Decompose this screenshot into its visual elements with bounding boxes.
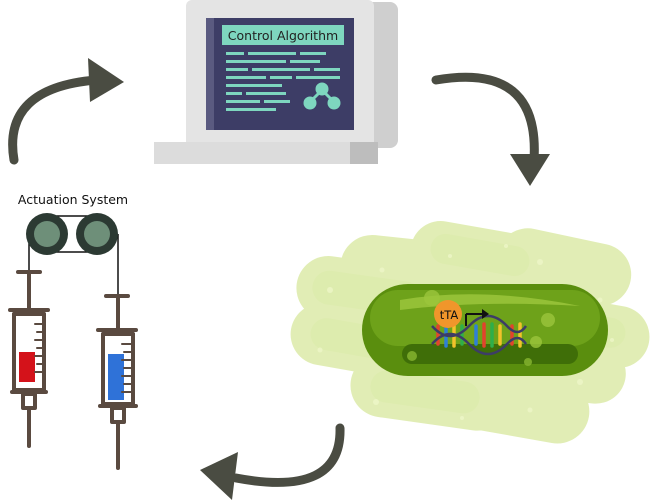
screen-title: Control Algorithm xyxy=(228,28,338,43)
screen-title-bar xyxy=(222,25,344,45)
screen-edge xyxy=(206,18,214,130)
monitor-stand-shadow xyxy=(350,142,378,164)
dna-icon xyxy=(431,314,528,356)
cycle-arrow-icon xyxy=(231,423,345,487)
monitor-stand xyxy=(154,142,378,164)
promoter-arrow-icon xyxy=(465,309,489,326)
cycle-arrow-icon xyxy=(8,75,101,165)
network-icon xyxy=(303,82,341,110)
computer: Control Algorithm xyxy=(154,0,398,164)
cycle-arrow-icon xyxy=(431,72,539,165)
cycle-arrow-head-bottom xyxy=(200,452,238,500)
syringe-red xyxy=(8,270,50,448)
reel-right xyxy=(76,213,118,255)
cell-cluster: tTA xyxy=(290,221,650,444)
reel-left xyxy=(26,213,68,255)
tta-protein: tTA xyxy=(434,300,462,328)
cell-speckles xyxy=(317,244,614,420)
actuation-system: Actuation System xyxy=(8,192,138,470)
code-lines xyxy=(226,52,340,111)
cycle-arrows xyxy=(8,58,550,500)
syringe-blue xyxy=(96,294,138,470)
cycle-arrow-head-top-right xyxy=(510,154,550,186)
tta-label: tTA xyxy=(440,308,459,322)
main-cell xyxy=(362,284,608,376)
actuation-label: Actuation System xyxy=(18,192,128,207)
cycle-arrow-head-top-left xyxy=(88,58,124,102)
